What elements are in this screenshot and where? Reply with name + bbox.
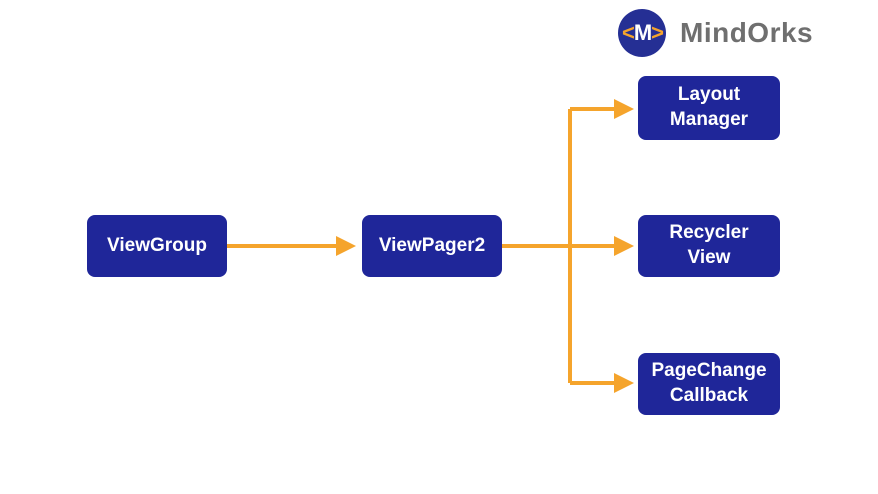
logo-letter-m: M bbox=[633, 20, 652, 45]
node-pagechange-callback: PageChange Callback bbox=[638, 353, 780, 415]
brand-header: < M > MindOrks bbox=[618, 9, 813, 57]
node-viewpager2: ViewPager2 bbox=[362, 215, 502, 277]
node-layout-manager: Layout Manager bbox=[638, 76, 780, 140]
logo-right-bracket: > bbox=[651, 20, 664, 45]
node-pagechange-callback-label: PageChange Callback bbox=[651, 360, 767, 406]
mindorks-logo-icon: < M > bbox=[618, 9, 666, 57]
node-viewgroup: ViewGroup bbox=[87, 215, 227, 277]
logo-left-bracket: < bbox=[621, 20, 635, 45]
node-recycler-view: Recycler View bbox=[638, 215, 780, 277]
node-viewgroup-label: ViewGroup bbox=[107, 234, 207, 256]
node-viewpager2-label: ViewPager2 bbox=[378, 234, 486, 256]
node-layout-manager-label: Layout Manager bbox=[669, 84, 749, 130]
brand-name: MindOrks bbox=[680, 17, 814, 48]
node-recycler-view-label: Recycler View bbox=[669, 222, 749, 268]
